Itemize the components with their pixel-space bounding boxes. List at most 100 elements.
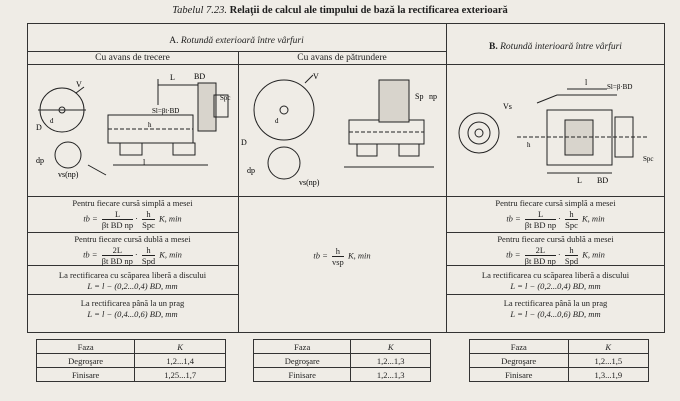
left-f2-den1: βt BD np <box>101 256 133 266</box>
left-f2-den2: Spd <box>141 256 156 266</box>
k1-r1b: 1,2...1,4 <box>134 353 226 368</box>
k3-r1a: Degroşare <box>469 353 569 368</box>
section-a-header: A. Rotundă exterioară între vârfuri <box>27 36 446 46</box>
section-a-letter: A. <box>169 36 179 46</box>
workpiece-circle <box>54 141 82 169</box>
right-f4-body: L = l − (0,4...0,6) BD, mm <box>510 309 601 319</box>
left-f2-num1: 2L <box>101 245 133 256</box>
k1-h2: K <box>134 339 226 354</box>
right-formula-single-stroke: Pentru fiecare cursă simplă a mesei tb =… <box>446 198 665 230</box>
section-b-title: Rotundă interioară între vârfuri <box>500 42 622 52</box>
mid-den: vsp <box>332 257 344 267</box>
label-b2-dp: dp <box>247 166 255 175</box>
drawing-plunge-grinding: V d D dp vs(np) Sp np <box>241 72 437 187</box>
label-b1-dp: dp <box>36 156 44 165</box>
right-formula-double-stroke: Pentru fiecare cursă dublă a mesei tb = … <box>446 234 665 266</box>
label-b3-h: h <box>527 141 531 149</box>
mid-num: h <box>332 246 344 257</box>
right-f1-lhs: tb = <box>506 213 521 224</box>
left-f3-title: La rectificarea cu scăparea liberă a dis… <box>58 270 207 280</box>
right-f4-title: La rectificarea până la un prag <box>503 298 608 308</box>
left-f1-title: Pentru fiecare cursă simplă a mesei <box>72 198 193 208</box>
left-f1-num1: L <box>101 209 134 220</box>
label-b3-L: L <box>577 176 582 185</box>
wheel-circle <box>253 79 315 141</box>
mid-lhs: tb = <box>313 250 328 261</box>
k2-r2b: 1,2...1,3 <box>350 367 431 382</box>
label-b1-d: d <box>50 117 54 125</box>
k2-h2: K <box>350 339 431 354</box>
label-b1-sl: Sl=βt·BD <box>152 107 179 115</box>
divider-right-f1 <box>446 232 665 233</box>
label-b2-d: d <box>275 117 279 125</box>
label-b2-vs: vs(np) <box>299 178 320 187</box>
k3-r2a: Finisare <box>469 367 569 382</box>
left-f1-den2: Spc <box>142 220 155 230</box>
section-a-title: Rotundă exterioară între vârfuri <box>180 36 304 46</box>
divider-a-subheader <box>27 51 446 52</box>
label-b3-spc: Spc <box>643 155 654 163</box>
column-header-trecere: Cu avans de trecere <box>95 53 170 63</box>
grinding-wheel <box>378 79 410 123</box>
left-f3-body: L = l − (0,2...0,4) BD, mm <box>87 281 178 291</box>
column-header-patrundere: Cu avans de pătrundere <box>297 53 387 63</box>
left-formula-single-stroke: Pentru fiecare cursă simplă a mesei tb =… <box>27 198 238 230</box>
drawing-internal-grinding: Vs l Sl=β·BD h L BD Spc <box>458 78 654 185</box>
right-f1-num2: h <box>565 209 578 220</box>
right-f2-lhs: tb = <box>506 249 521 260</box>
right-f2-num2: h <box>564 245 579 256</box>
right-f2-title: Pentru fiecare cursă dublă a mesei <box>497 234 614 244</box>
label-b1-vs: vs(np) <box>58 170 79 179</box>
label-b1-L: L <box>170 73 175 82</box>
right-f1-tail: K, min <box>582 213 605 224</box>
k3-h1: Faza <box>469 339 569 354</box>
divider-drawings-bottom <box>27 196 665 197</box>
mid-tail: K, min <box>347 250 371 261</box>
right-f1-den2: Spc <box>565 220 578 230</box>
left-f4-body: L = l − (0,4...0,6) BD, mm <box>87 309 178 319</box>
label-b1-l: l <box>143 158 146 167</box>
label-b1-bd: BD <box>194 72 205 81</box>
left-formula-shoulder: La rectificarea până la un prag L = l − … <box>27 298 238 320</box>
section-b-header: B. Rotundă interioară între vârfuri <box>446 42 665 52</box>
label-b2-D: D <box>241 138 247 147</box>
right-formula-free-runout: La rectificarea cu scăparea liberă a dis… <box>446 270 665 292</box>
right-f1-title: Pentru fiecare cursă simplă a mesei <box>495 198 616 208</box>
right-f3-title: La rectificarea cu scăparea liberă a dis… <box>481 270 630 280</box>
right-f2-den1: βt BD np <box>524 256 556 266</box>
label-b1-h: h <box>148 121 152 129</box>
k2-h1: Faza <box>252 339 352 354</box>
workpiece-circle <box>267 146 301 180</box>
label-b1-v: V <box>76 80 82 89</box>
left-f1-tail: K, min <box>159 213 182 224</box>
left-f1-den1: βt BD np <box>101 220 134 230</box>
drawing-traverse-grinding: D d dp vs(np) V L l BD Spc Sl=βt·BD h <box>36 72 231 179</box>
right-f2-num1: 2L <box>524 245 556 256</box>
label-b2-np: np <box>429 92 437 101</box>
label-b2-v: V <box>313 72 319 81</box>
divider-left-f2 <box>27 265 238 266</box>
divider-right-f2 <box>446 265 665 266</box>
right-f1-num1: L <box>524 209 557 220</box>
left-f1-lhs: tb = <box>83 213 98 224</box>
k3-r2b: 1,3...1,9 <box>567 367 650 382</box>
table-caption: Tabelul 7.23. Relaţii de calcul ale timp… <box>0 5 680 16</box>
label-b1-spc: Spc <box>220 94 231 102</box>
divider-left-f3 <box>27 294 238 295</box>
divider-right-f3 <box>446 294 665 295</box>
right-f3-body: L = l − (0,2...0,4) BD, mm <box>510 281 601 291</box>
divider-header-bottom <box>27 64 665 65</box>
table-number: Tabelul 7.23. <box>172 5 228 16</box>
grinding-wheel <box>564 119 594 156</box>
k3-r1b: 1,2...1,5 <box>567 353 650 368</box>
k2-r2a: Finisare <box>252 367 352 382</box>
workpiece-circle <box>458 112 500 154</box>
wheel-center <box>279 105 289 115</box>
left-formula-double-stroke: Pentru fiecare cursă dublă a mesei tb = … <box>27 234 238 266</box>
label-b3-l: l <box>585 78 588 87</box>
k1-r2a: Finisare <box>35 367 136 382</box>
